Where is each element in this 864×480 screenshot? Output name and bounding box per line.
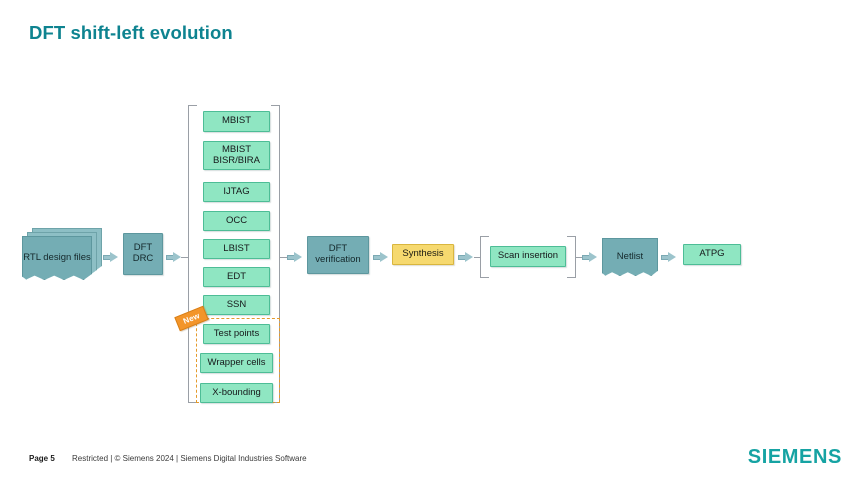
node-label-ssn: SSN	[226, 298, 247, 310]
arrow-right-icon	[661, 252, 676, 263]
node-edt[interactable]: EDT	[203, 267, 270, 287]
node-label-netlist: Netlist	[616, 250, 644, 262]
node-label-lbist: LBIST	[223, 242, 250, 254]
node-dft-verification[interactable]: DFT verification	[307, 236, 369, 274]
node-label-wrapper-cells: Wrapper cells	[207, 356, 266, 368]
node-mbist[interactable]: MBIST	[203, 111, 270, 132]
arrow-right-icon	[458, 252, 473, 263]
node-label-test-points: Test points	[213, 327, 260, 339]
node-scan-insertion[interactable]: Scan insertion	[490, 246, 566, 267]
node-ijtag[interactable]: IJTAG	[203, 182, 270, 202]
node-label-atpg: ATPG	[699, 248, 725, 260]
node-label-rtl-design-files: RTL design files	[23, 251, 91, 263]
node-occ[interactable]: OCC	[203, 211, 270, 231]
node-label-occ: OCC	[225, 214, 248, 226]
footer-legal-text: Restricted | © Siemens 2024 | Siemens Di…	[72, 454, 307, 463]
footer: Page 5 Restricted | © Siemens 2024 | Sie…	[0, 438, 864, 480]
scan-bracket-connector-right	[576, 257, 582, 259]
arrow-right-icon	[582, 252, 597, 263]
node-label-x-bounding: X-bounding	[212, 386, 261, 398]
node-dft-drc[interactable]: DFT DRC	[123, 233, 163, 275]
bracket-left-icon	[188, 105, 197, 403]
node-label-ijtag: IJTAG	[223, 185, 250, 197]
node-label-mbist-bisr-bira: MBIST BISR/BIRA	[213, 143, 260, 166]
node-x-bounding[interactable]: X-bounding	[200, 383, 273, 403]
scan-bracket-connector-left	[474, 257, 480, 259]
node-netlist: Netlist	[602, 238, 658, 276]
node-label-dft-drc: DFT DRC	[132, 242, 154, 264]
node-label-synthesis: Synthesis	[402, 248, 444, 260]
footer-page-number: Page 5	[29, 454, 55, 463]
bracket-left-icon	[480, 236, 489, 278]
arrow-right-icon	[103, 252, 118, 263]
page-title: DFT shift-left evolution	[29, 22, 233, 43]
node-label-dft-verification: DFT verification	[315, 243, 361, 265]
bracket-connector-right	[280, 257, 287, 259]
node-atpg[interactable]: ATPG	[683, 244, 741, 265]
bracket-connector-left	[181, 257, 188, 259]
node-label-scan-insertion: Scan insertion	[497, 250, 559, 262]
document-sheet-front	[602, 238, 658, 276]
node-ssn[interactable]: SSN	[203, 295, 270, 315]
node-wrapper-cells[interactable]: Wrapper cells	[200, 353, 273, 373]
node-rtl-design-files: RTL design files	[22, 228, 102, 280]
node-synthesis[interactable]: Synthesis	[392, 244, 454, 265]
arrow-right-icon	[373, 252, 388, 263]
node-test-points[interactable]: Test points	[203, 324, 270, 344]
node-lbist[interactable]: LBIST	[203, 239, 270, 259]
arrow-right-icon	[287, 252, 302, 263]
siemens-logo: SIEMENS	[747, 446, 842, 468]
node-label-edt: EDT	[227, 270, 246, 282]
node-mbist-bisr-bira[interactable]: MBIST BISR/BIRA	[203, 141, 270, 170]
arrow-right-icon	[166, 252, 181, 263]
bracket-right-icon	[567, 236, 576, 278]
node-label-mbist: MBIST	[221, 115, 252, 127]
